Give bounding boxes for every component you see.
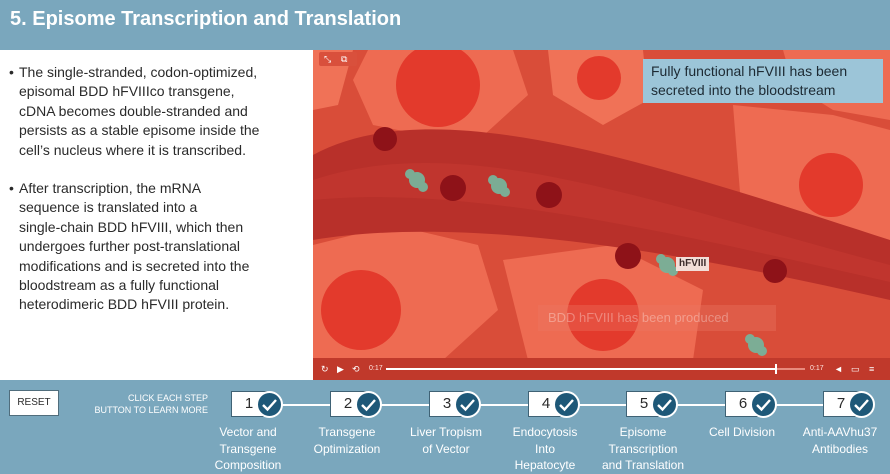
step-label-line: Endocytosis [512, 425, 578, 439]
bullet-line: heterodimeric BDD hFVIII protein. [19, 296, 230, 313]
step-label-line: Transgene [219, 441, 277, 456]
protein-label: hFVIII [676, 257, 710, 271]
player-control-bar: ↻ ▶ ⟲ 0:17 0:17 ◄ ▭ ≡ [313, 358, 890, 380]
step-label-line: Optimization [313, 441, 381, 456]
faded-caption: BDD hFVIII has been produced [538, 305, 776, 331]
bullet-line: cell’s nucleus where it is transcribed. [19, 141, 246, 158]
video-caption: Fully functional hFVIII has been secrete… [643, 59, 883, 103]
step-label-line: Into [534, 441, 555, 456]
checkmark-icon [553, 391, 580, 418]
captions-icon[interactable]: ▭ [851, 364, 860, 374]
step-label-line: Hepatocyte [514, 458, 576, 472]
step-7[interactable]: 7 Anti-AAVhu37 Antibodies [790, 380, 890, 474]
title-bar: 5. Episome Transcription and Translation [0, 0, 890, 41]
bullet-line: undergoes further post-translational [19, 238, 241, 255]
checkmark-icon [750, 391, 777, 418]
bullet-line: single-chain BDD hFVIII, which then [19, 218, 244, 235]
fullscreen-icon[interactable]: ⤡ [324, 54, 332, 64]
step-label: Anti-AAVhu37 Antibodies [790, 424, 890, 457]
step-label: Endocytosis Into Hepatocyte [495, 424, 595, 474]
player-size-controls[interactable]: ⤡ ⧉ [319, 52, 357, 66]
step-navigation: RESET CLICK EACH STEP BUTTON TO LEARN MO… [0, 380, 890, 474]
step-label-line: and Translation [601, 458, 685, 472]
progress-fill [386, 368, 776, 370]
play-icon[interactable]: ▶ [337, 364, 344, 374]
bullet-line: bloodstream as a fully functional [19, 277, 219, 294]
step-label-line: Episome [619, 425, 667, 439]
animation-player[interactable]: ⤡ ⧉ Fully functional hFVIII has been sec… [313, 50, 890, 380]
instruction-line: BUTTON TO LEARN MORE [94, 405, 208, 415]
step-label: Cell Division [692, 424, 792, 441]
step-label-line: Vector and [219, 425, 277, 439]
step-label-line: Transcription [608, 441, 678, 456]
bullet-point-1: • The single-stranded, codon-optimized, … [9, 63, 307, 160]
step-label-line: Cell Division [708, 425, 776, 439]
instruction-line: CLICK EACH STEP [127, 393, 208, 403]
checkmark-icon [454, 391, 481, 418]
step-3[interactable]: 3 Liver Tropism of Vector [396, 380, 496, 474]
total-time: 0:17 [810, 365, 824, 372]
bullet-text: After transcription, the mRNA sequence i… [9, 179, 307, 315]
bullet-line: persists as a stable episome inside the [19, 122, 260, 139]
popout-icon[interactable]: ⧉ [341, 54, 348, 64]
description-panel: • The single-stranded, codon-optimized, … [0, 50, 313, 380]
bullet-line: modifications and is secreted into the [19, 257, 250, 274]
step-label-line: Antibodies [811, 441, 869, 456]
step-label: Liver Tropism of Vector [396, 424, 496, 457]
reset-button[interactable]: RESET [9, 390, 59, 416]
step-1[interactable]: 1 Vector and Transgene Composition [198, 380, 298, 474]
bullet-line: episomal BDD hFVIIIco transgene, [19, 83, 235, 100]
bullet-marker: • [9, 180, 14, 196]
step-label-line: Composition [214, 458, 282, 472]
instruction-text: CLICK EACH STEP BUTTON TO LEARN MORE [78, 392, 208, 416]
step-label-line: Liver Tropism [409, 425, 483, 439]
step-4[interactable]: 4 Endocytosis Into Hepatocyte [495, 380, 595, 474]
bloodstream-illustration [313, 50, 890, 380]
step-5[interactable]: 5 Episome Transcription and Translation [593, 380, 693, 474]
replay-icon[interactable]: ↻ [321, 364, 329, 374]
progress-knob[interactable] [774, 364, 777, 374]
step-label-line: of Vector [422, 441, 470, 456]
bullet-marker: • [9, 64, 14, 80]
step-label: Transgene Optimization [297, 424, 397, 457]
settings-icon[interactable]: ≡ [869, 364, 875, 374]
checkmark-icon [355, 391, 382, 418]
bullet-line: After transcription, the mRNA [19, 180, 202, 196]
step-6[interactable]: 6 Cell Division [692, 380, 792, 474]
bullet-line: The single-stranded, codon-optimized, [19, 64, 258, 80]
progress-track[interactable] [386, 364, 805, 374]
step-label: Vector and Transgene Composition [198, 424, 298, 474]
checkmark-icon [651, 391, 678, 418]
volume-icon[interactable]: ◄ [834, 364, 843, 374]
step-label-line: Transgene [318, 425, 376, 439]
step-label: Episome Transcription and Translation [593, 424, 693, 474]
bullet-line: sequence is translated into a [19, 199, 198, 216]
checkmark-icon [848, 391, 875, 418]
step-2[interactable]: 2 Transgene Optimization [297, 380, 397, 474]
checkmark-icon [256, 391, 283, 418]
step-label-line: Anti-AAVhu37 [802, 425, 878, 439]
bullet-text: The single-stranded, codon-optimized, ep… [9, 63, 307, 160]
bullet-point-2: • After transcription, the mRNA sequence… [9, 179, 307, 315]
page-title: 5. Episome Transcription and Translation [10, 8, 402, 30]
elapsed-time: 0:17 [369, 365, 383, 372]
bullet-line: cDNA becomes double-stranded and [19, 102, 248, 119]
rewind-icon[interactable]: ⟲ [352, 364, 360, 374]
